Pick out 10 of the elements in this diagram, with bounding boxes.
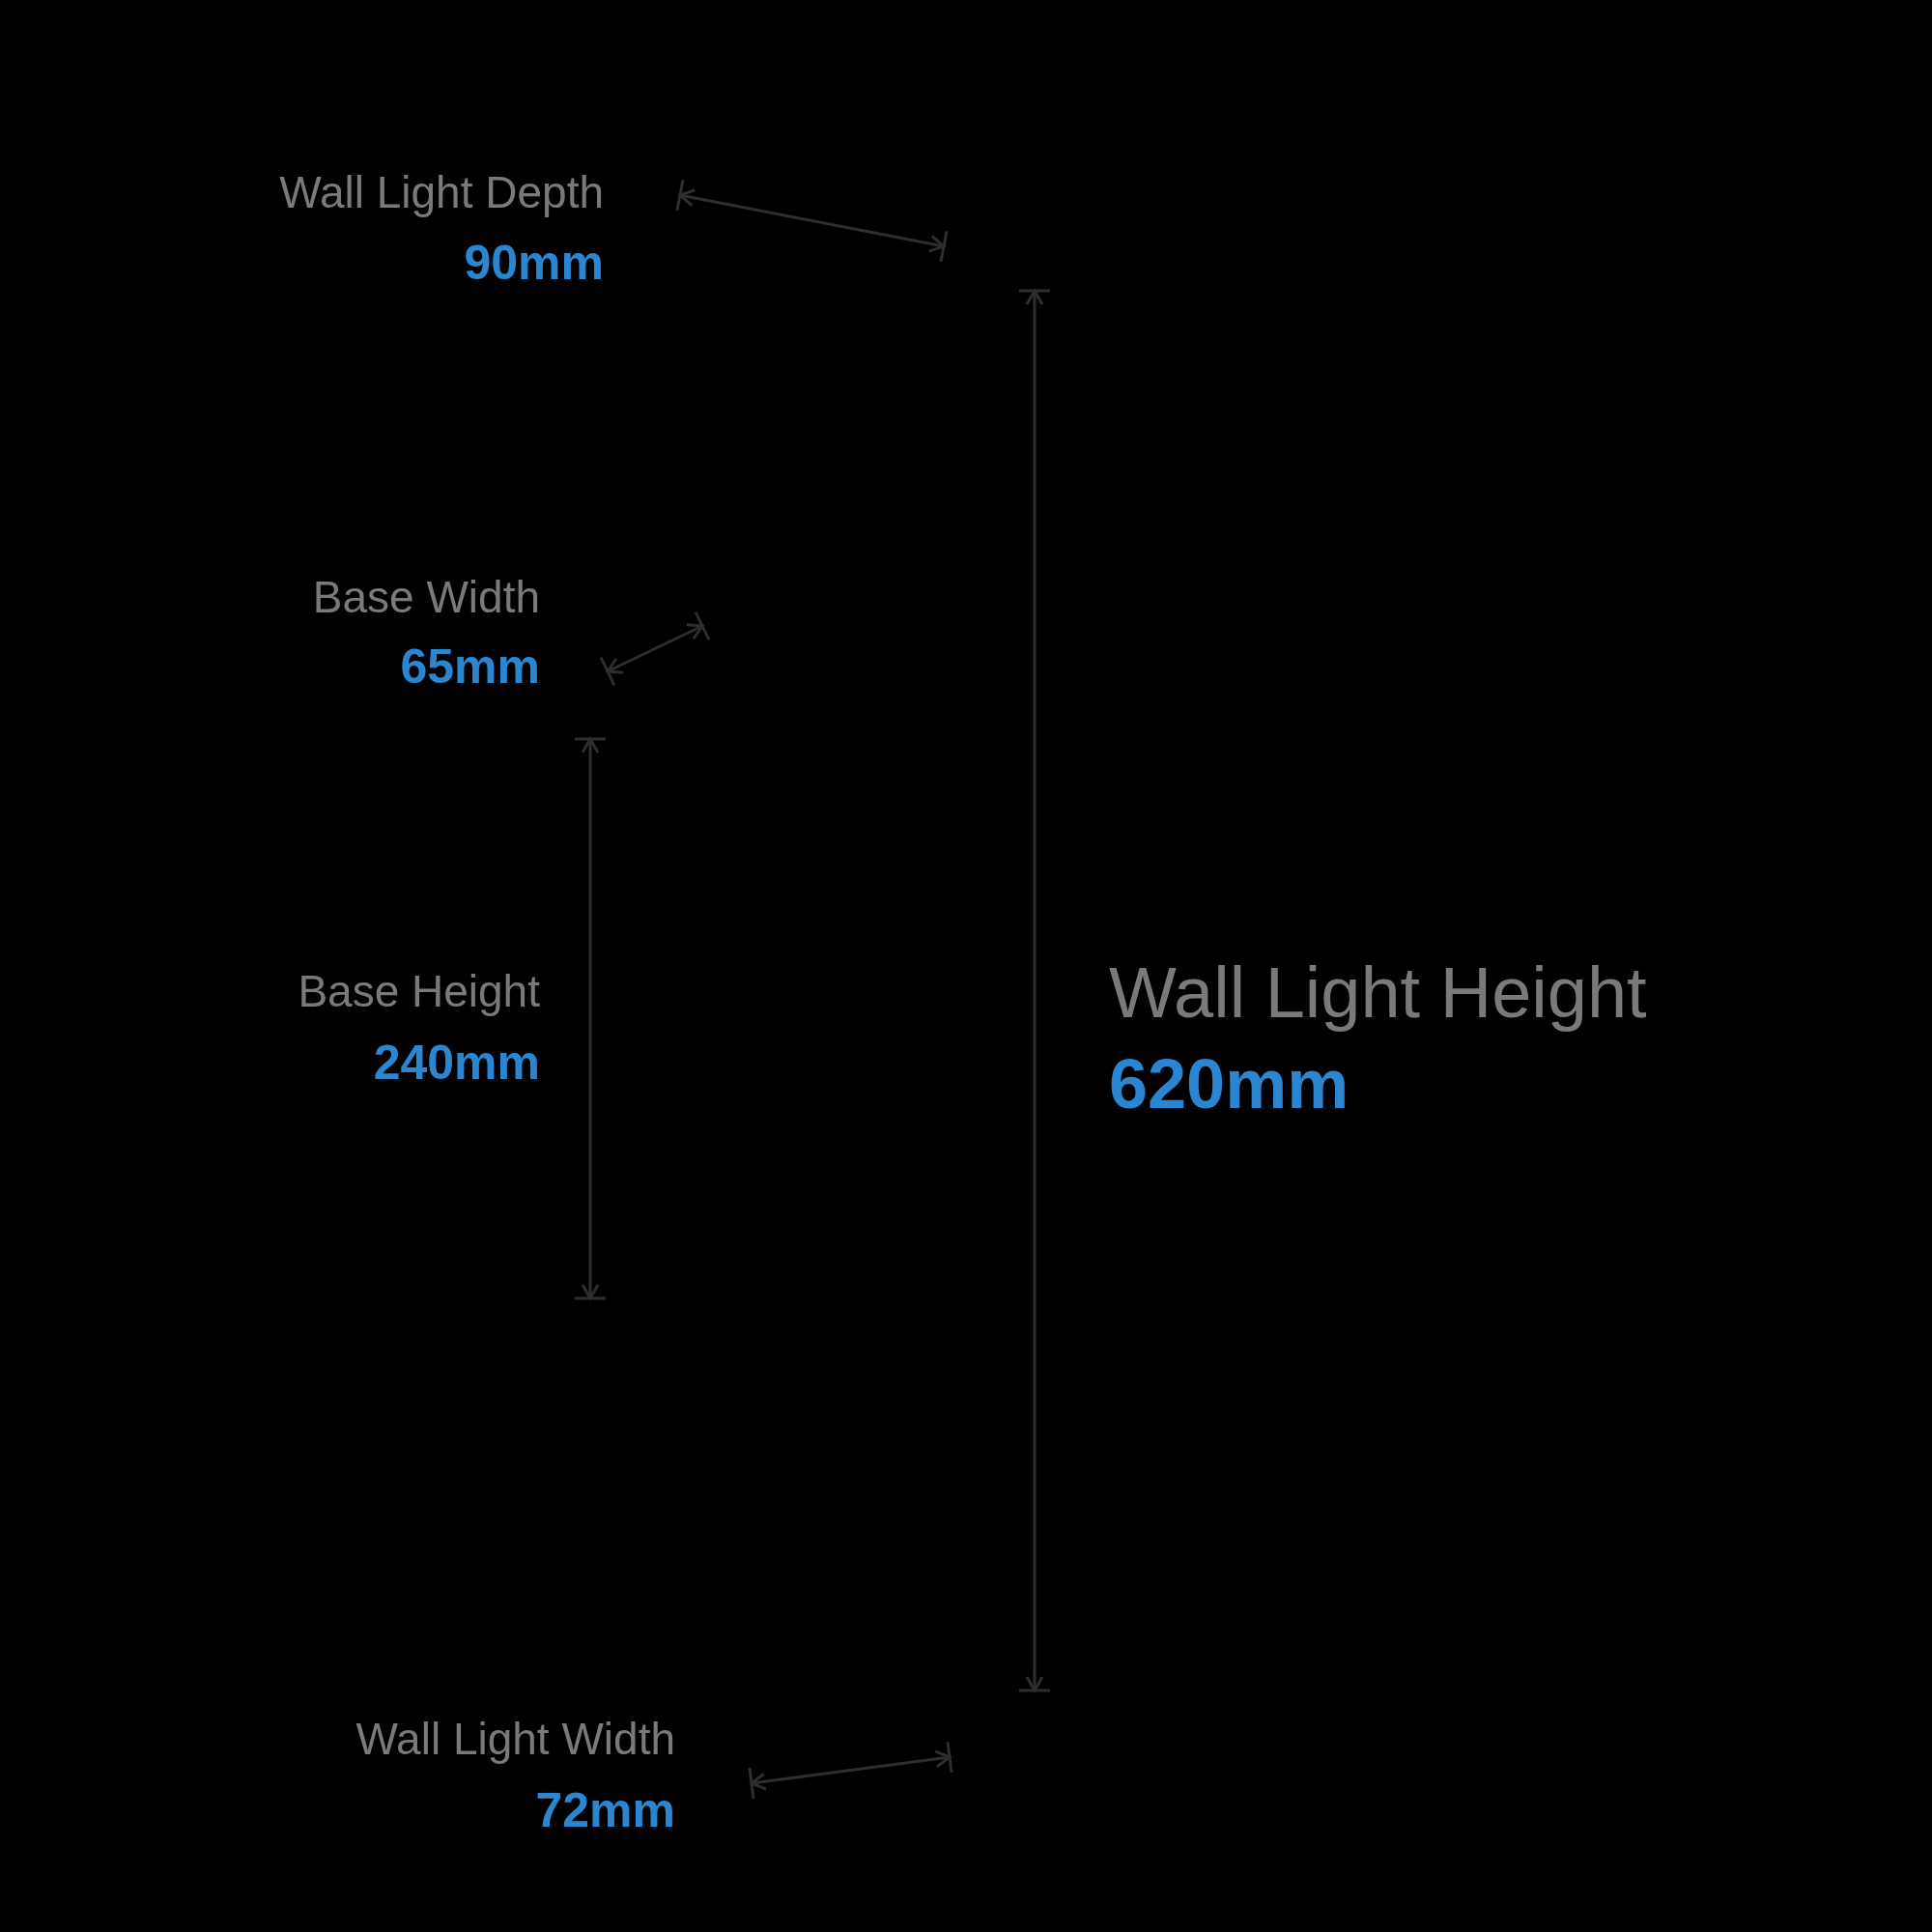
- dimension-label: Wall Light Depth: [279, 166, 604, 220]
- dimension-value: 90mm: [464, 235, 604, 292]
- dimension-value: 620mm: [1109, 1043, 1350, 1124]
- dimension-label: Base Width: [312, 571, 540, 625]
- dimension-value: 65mm: [400, 639, 540, 696]
- dimension-label: Base Height: [298, 965, 540, 1019]
- dimension-value: 240mm: [373, 1035, 540, 1092]
- dimension-label: Wall Light Height: [1109, 951, 1647, 1035]
- dimension-value: 72mm: [535, 1782, 675, 1839]
- dimension-label: Wall Light Width: [355, 1713, 675, 1767]
